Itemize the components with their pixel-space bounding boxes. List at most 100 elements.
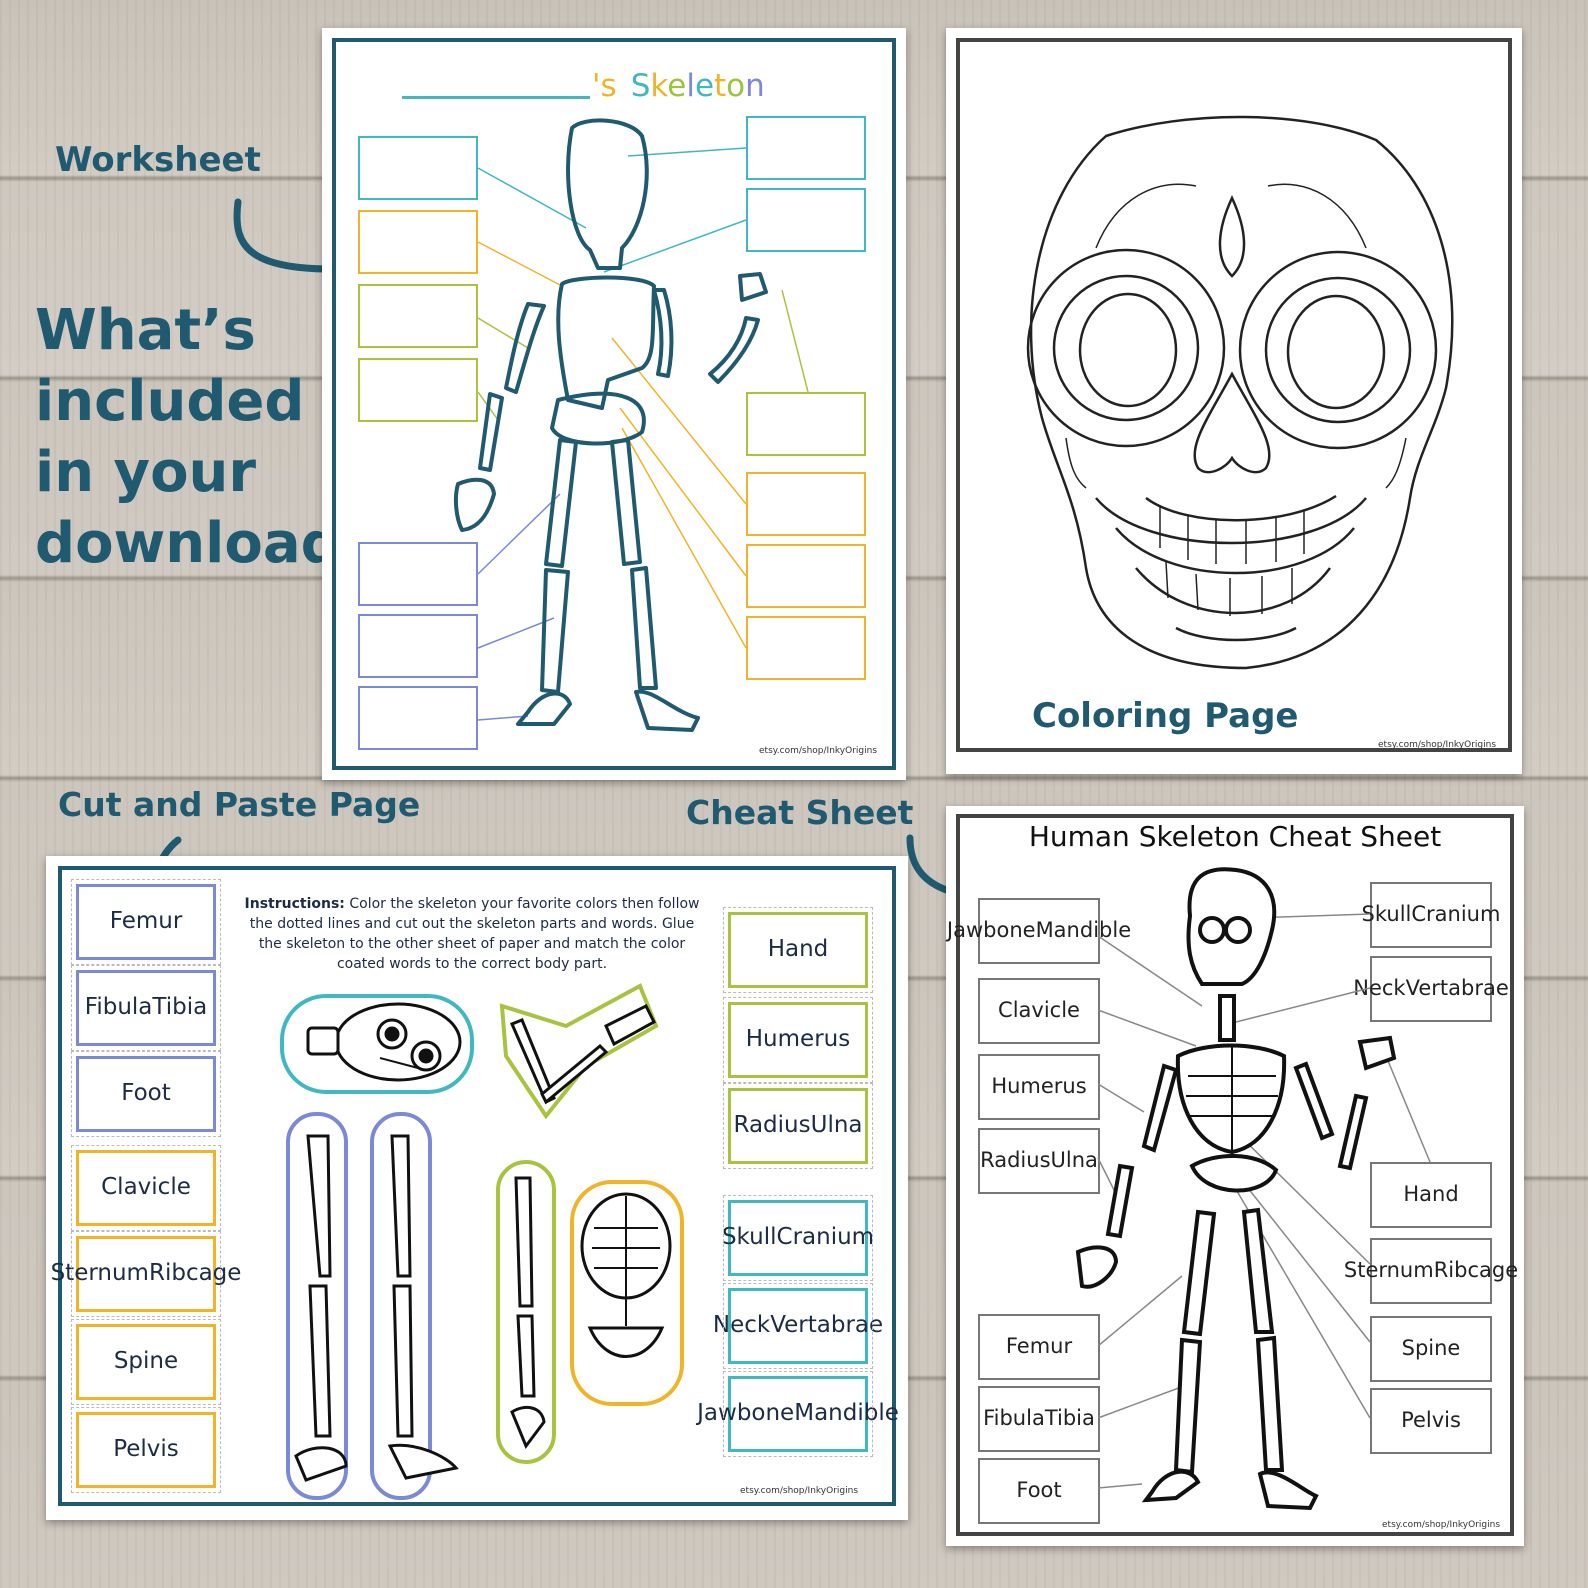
callout-coloring-page: Coloring Page xyxy=(1032,696,1299,736)
label-line: Ulna xyxy=(810,1112,863,1139)
label-line: Clavicle xyxy=(101,1174,191,1201)
answer-box[interactable] xyxy=(358,136,478,200)
cheat-frame xyxy=(956,814,1514,1536)
callout-cut-and-paste: Cut and Paste Page xyxy=(58,785,421,824)
worksheet-skeleton-outline xyxy=(453,118,809,732)
answer-box[interactable] xyxy=(358,542,478,606)
instructions: Instructions: Color the skeleton your fa… xyxy=(242,894,702,974)
title-letter: S xyxy=(630,68,651,104)
label-line: Fibula xyxy=(983,1406,1045,1431)
cheat-label: Foot xyxy=(978,1458,1100,1524)
answer-box[interactable] xyxy=(358,686,478,750)
label-line: Skull xyxy=(721,1224,777,1251)
cutpaste-credit: etsy.com/shop/InkyOrigins xyxy=(740,1486,859,1496)
label-line: Hand xyxy=(1403,1182,1459,1207)
callout-whats-included: What’s included in your download? xyxy=(35,295,373,579)
title-word: Skeleton xyxy=(631,68,765,104)
label-line: Vertabrae xyxy=(1405,976,1509,1001)
cutout-word-label[interactable]: Pelvis xyxy=(71,1407,221,1493)
cheat-label: Clavicle xyxy=(978,978,1100,1044)
cutout-word-label[interactable]: Foot xyxy=(71,1051,221,1137)
cutout-word-label[interactable]: Spine xyxy=(71,1319,221,1405)
cheat-label: Femur xyxy=(978,1314,1100,1380)
label-line: Humerus xyxy=(745,1026,851,1053)
worksheet-title: 's Skeleton xyxy=(592,68,765,104)
answer-box[interactable] xyxy=(746,544,866,608)
label-line: Mandible xyxy=(794,1400,899,1427)
answer-box[interactable] xyxy=(746,116,866,180)
coloring-credit: etsy.com/shop/InkyOrigins xyxy=(1378,740,1497,750)
answer-box[interactable] xyxy=(358,284,478,348)
answer-box[interactable] xyxy=(358,358,478,422)
instructions-bold: Instructions: xyxy=(244,896,345,912)
label-line: Neck xyxy=(712,1312,771,1339)
answer-box[interactable] xyxy=(746,188,866,252)
cheat-title: Human Skeleton Cheat Sheet xyxy=(1028,820,1442,853)
cutout-word-label[interactable]: Hand xyxy=(723,907,873,993)
label-line: Cranium xyxy=(1411,902,1501,927)
label-line: Sternum xyxy=(50,1260,149,1287)
whats-line-3: in your xyxy=(35,440,257,505)
title-suffix: 's xyxy=(592,68,617,104)
cutout-word-label[interactable]: Clavicle xyxy=(71,1145,221,1231)
cutout-word-label[interactable]: Femur xyxy=(71,879,221,965)
whats-line-2: included xyxy=(35,369,305,434)
label-line: Femur xyxy=(109,908,183,935)
title-letter: l xyxy=(686,68,695,104)
label-line: Ribcage xyxy=(148,1260,242,1287)
answer-box[interactable] xyxy=(746,616,866,680)
label-line: Clavicle xyxy=(998,998,1080,1023)
title-letter: o xyxy=(726,68,746,104)
label-line: Spine xyxy=(113,1348,179,1375)
cheat-skeleton-illustration xyxy=(1075,867,1431,1511)
answer-box[interactable] xyxy=(358,614,478,678)
callout-cheat-sheet: Cheat Sheet xyxy=(686,793,914,832)
worksheet-name-line xyxy=(402,96,590,99)
cheat-label: Spine xyxy=(1370,1316,1492,1382)
cheat-credit: etsy.com/shop/InkyOrigins xyxy=(1382,1520,1501,1530)
label-line: Ribcage xyxy=(1433,1258,1519,1283)
cutout-word-label[interactable]: Humerus xyxy=(723,997,873,1083)
label-line: Mandible xyxy=(1035,918,1132,943)
label-line: Ulna xyxy=(1050,1148,1098,1173)
label-line: Tibia xyxy=(1044,1406,1095,1431)
label-line: Cranium xyxy=(776,1224,875,1251)
cheat-label: Hand xyxy=(1370,1162,1492,1228)
cutout-skeleton-parts xyxy=(280,983,684,1500)
callout-worksheet: Worksheet xyxy=(55,140,261,180)
label-line: Foot xyxy=(1016,1478,1062,1503)
title-letter: n xyxy=(745,68,765,104)
label-line: Radius xyxy=(980,1148,1051,1173)
label-line: Jawbone xyxy=(697,1400,795,1427)
answer-box[interactable] xyxy=(358,210,478,274)
coloring-page: Coloring Page etsy.com/shop/InkyOrigins xyxy=(946,28,1522,774)
label-line: Spine xyxy=(1401,1336,1461,1361)
whats-line-1: What’s xyxy=(35,298,256,363)
coloring-frame xyxy=(956,38,1512,752)
answer-box[interactable] xyxy=(746,472,866,536)
title-letter: e xyxy=(667,68,687,104)
label-line: Sternum xyxy=(1343,1258,1434,1283)
cheat-label: Humerus xyxy=(978,1054,1100,1120)
cut-and-paste-page: Instructions: Color the skeleton your fa… xyxy=(46,856,908,1520)
label-line: Fibula xyxy=(84,994,153,1021)
worksheet-frame xyxy=(332,38,896,770)
label-line: Foot xyxy=(121,1080,171,1107)
label-line: Neck xyxy=(1353,976,1406,1001)
label-line: Humerus xyxy=(991,1074,1087,1099)
answer-box[interactable] xyxy=(746,392,866,456)
label-line: Jawbone xyxy=(946,918,1036,943)
